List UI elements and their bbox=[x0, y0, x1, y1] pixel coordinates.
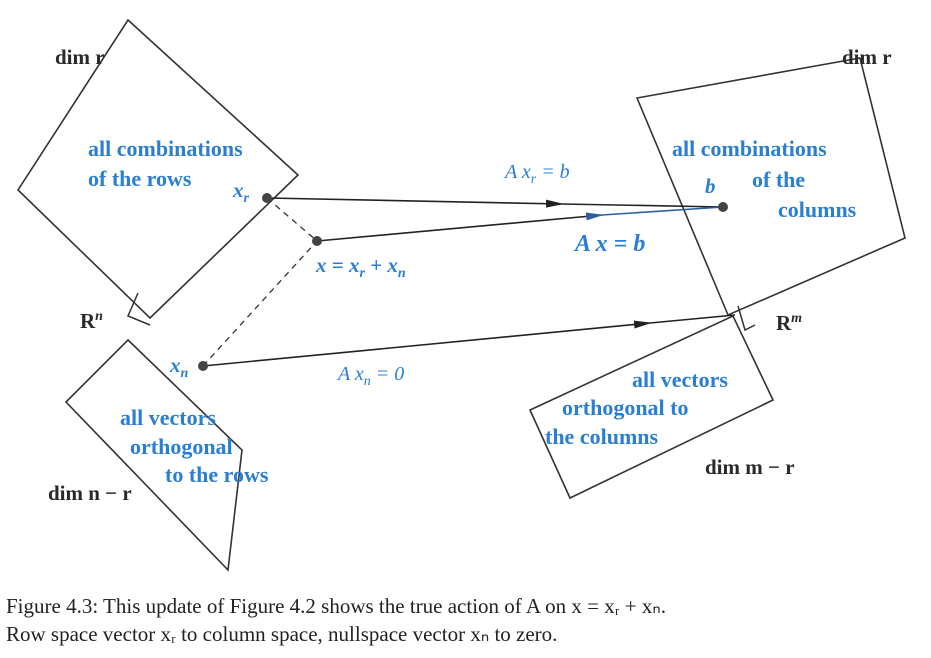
col-space-line3: columns bbox=[778, 197, 857, 222]
left-null-line2: orthogonal to bbox=[562, 395, 689, 420]
point-xr bbox=[262, 193, 272, 203]
point-xn bbox=[198, 361, 208, 371]
right-angle-left bbox=[127, 292, 151, 326]
null-space-line2: orthogonal bbox=[130, 434, 233, 459]
left-null-line3: the columns bbox=[545, 424, 659, 449]
null-dim-label: dim n − r bbox=[48, 481, 132, 505]
ax-label: A x = b bbox=[573, 231, 645, 257]
caption-line2: Row space vector xᵣ to column space, nul… bbox=[6, 622, 558, 646]
axn-label: A xn = 0 bbox=[336, 363, 404, 389]
dashed-xr-x bbox=[266, 197, 318, 242]
rn-label: Rn bbox=[80, 309, 103, 333]
row-space-line2: of the rows bbox=[88, 166, 192, 191]
xr-label: xr bbox=[232, 178, 250, 206]
nullspace-square bbox=[64, 338, 243, 572]
left-null-dim-label: dim m − r bbox=[705, 455, 795, 479]
col-space-line2: of the bbox=[752, 167, 805, 192]
figure-caption: Figure 4.3: This update of Figure 4.2 sh… bbox=[6, 592, 926, 648]
arrow-axr-b bbox=[266, 197, 564, 208]
dashed-xn-x bbox=[202, 240, 318, 367]
xn-label: xn bbox=[169, 353, 189, 381]
b-label: b bbox=[705, 174, 716, 198]
left-null-line1: all vectors bbox=[632, 367, 728, 392]
caption-line1: Figure 4.3: This update of Figure 4.2 sh… bbox=[6, 594, 667, 618]
col-space-line1: all combinations bbox=[672, 136, 827, 161]
subspaces-diagram: dim r dim r dim n − r dim m − r Rn Rm al… bbox=[16, 18, 906, 572]
null-space-line3: to the rows bbox=[165, 462, 269, 487]
row-space-square bbox=[16, 18, 300, 320]
row-space-line1: all combinations bbox=[88, 136, 243, 161]
left-nullspace-square bbox=[528, 314, 775, 500]
arrow-axn-zero bbox=[202, 320, 652, 367]
point-x bbox=[312, 236, 322, 246]
null-space-line1: all vectors bbox=[120, 405, 216, 430]
column-space-square bbox=[635, 57, 906, 317]
point-b bbox=[718, 202, 728, 212]
axr-label: A xr = b bbox=[503, 161, 570, 187]
row-dim-label: dim r bbox=[55, 45, 105, 69]
col-dim-label: dim r bbox=[842, 45, 892, 69]
arrow-ax-b bbox=[316, 212, 604, 242]
right-angle-right bbox=[737, 305, 756, 332]
x-sum-label: x = xr + xn bbox=[315, 253, 406, 281]
rm-label: Rm bbox=[776, 311, 802, 335]
